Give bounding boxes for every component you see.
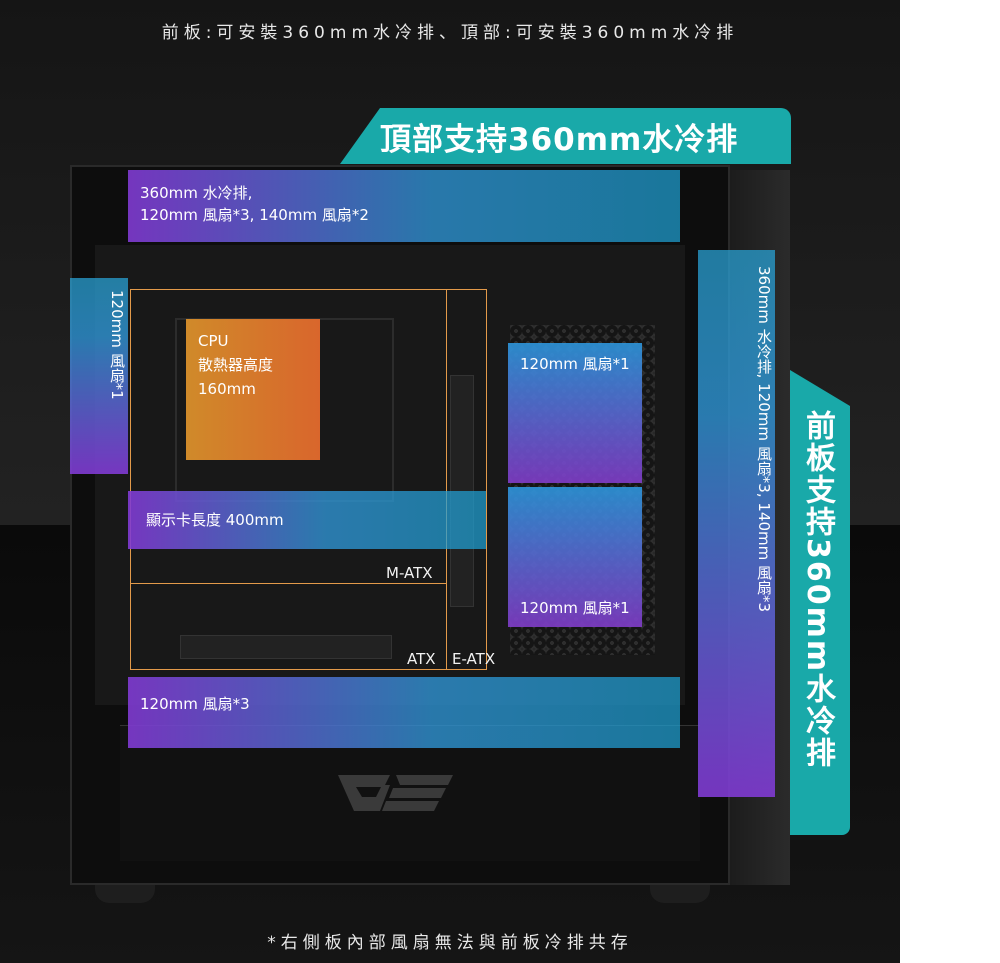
cpu-label-line2: 散熱器高度 xyxy=(198,356,274,374)
side-fan-lower-zone: 120mm 風扇*1 xyxy=(508,487,642,627)
rear-fan-label: 120mm 風扇*1 xyxy=(108,290,126,400)
side-fan-lower-label: 120mm 風扇*1 xyxy=(520,599,630,617)
psu-shroud-slot xyxy=(180,635,392,659)
cpu-label-line1: CPU xyxy=(198,332,229,350)
side-fan-upper-zone: 120mm 風扇*1 xyxy=(508,343,642,483)
top-support-tag xyxy=(340,108,791,164)
brand-logo-icon xyxy=(338,775,453,811)
top-radiator-label-line2: 120mm 風扇*3, 140mm 風扇*2 xyxy=(140,206,369,224)
rear-fan-zone: 120mm 風扇*1 xyxy=(70,278,128,474)
front-radiator-label-line1: 360mm 水冷排, xyxy=(755,266,773,379)
headline-text: 前板:可安裝360mm水冷排、頂部:可安裝360mm水冷排 xyxy=(161,23,739,43)
gpu-length-zone: 顯示卡長度 400mm xyxy=(128,491,486,549)
cpu-cooler-zone: CPU 散熱器高度 160mm xyxy=(186,319,320,460)
top-radiator-label-line1: 360mm 水冷排, xyxy=(140,184,253,202)
front-support-tag-text: 前板支持360mm水冷排 xyxy=(800,410,835,770)
board-label-eatx: E-ATX xyxy=(452,650,496,668)
board-label-atx: ATX xyxy=(407,650,436,668)
bottom-fans-label: 120mm 風扇*3 xyxy=(140,695,250,713)
board-label-matx: M-ATX xyxy=(386,564,433,582)
side-fan-upper-label: 120mm 風扇*1 xyxy=(520,355,630,373)
cpu-label-line3: 160mm xyxy=(198,380,256,398)
gpu-length-label: 顯示卡長度 400mm xyxy=(146,511,284,529)
front-radiator-zone: 360mm 水冷排, 120mm 風扇*3, 140mm 風扇*3 xyxy=(698,250,775,797)
footnote-text: *右側板內部風扇無法與前板冷排共存 xyxy=(267,933,633,953)
top-support-tag-text: 頂部支持360mm水冷排 xyxy=(380,122,739,158)
front-radiator-label-line2: 120mm 風扇*3, 140mm 風扇*3 xyxy=(755,383,773,613)
case-foot-right xyxy=(650,885,710,903)
top-radiator-zone: 360mm 水冷排, 120mm 風扇*3, 140mm 風扇*2 xyxy=(128,170,680,242)
case-foot-left xyxy=(95,885,155,903)
front-support-tag xyxy=(790,370,850,835)
matx-outline xyxy=(130,289,447,584)
bottom-fans-zone: 120mm 風扇*3 xyxy=(128,677,680,748)
